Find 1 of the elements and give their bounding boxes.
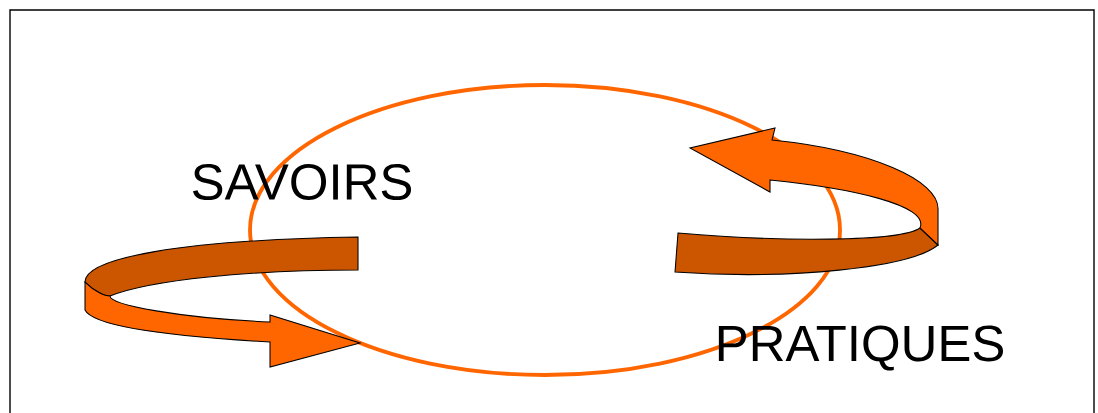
label: PRATIQUES	[718, 325, 1003, 371]
